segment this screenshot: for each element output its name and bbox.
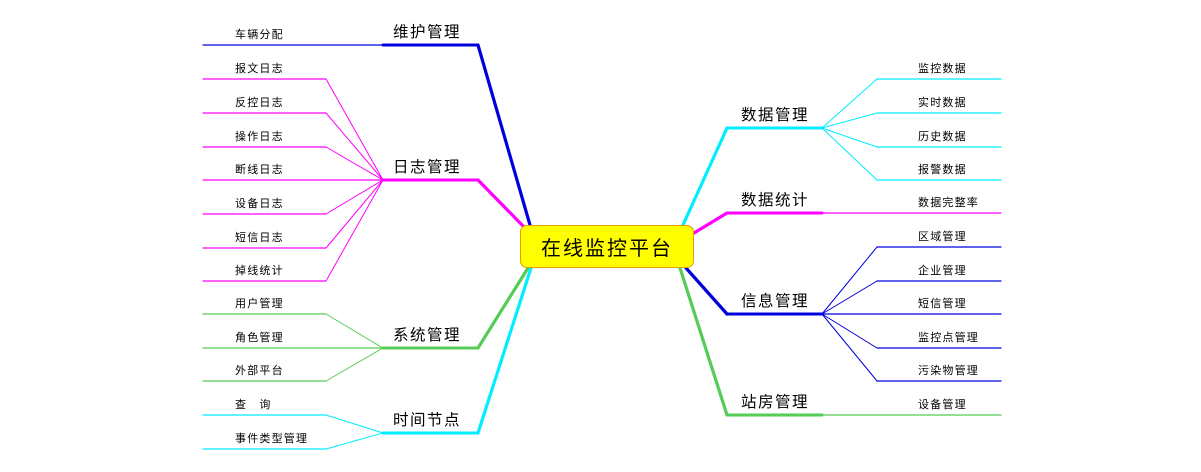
leaf-logs[interactable]: 反控日志	[235, 96, 284, 109]
branch-connector-info	[684, 266, 729, 316]
leaf-info[interactable]: 企业管理	[918, 264, 967, 277]
leaf-info[interactable]: 区域管理	[918, 230, 967, 243]
leaf-connector-info	[821, 313, 878, 349]
leaf-timenode[interactable]: 事件类型管理	[235, 432, 309, 445]
leaf-info[interactable]: 短信管理	[918, 297, 967, 310]
leaf-connector-logs	[325, 179, 384, 282]
leaf-connector-data	[821, 127, 878, 148]
leaf-data[interactable]: 历史数据	[918, 130, 967, 143]
leaf-station[interactable]: 设备管理	[918, 398, 967, 411]
branch-data[interactable]: 数据管理	[741, 106, 810, 124]
leaf-connector-logs	[325, 179, 384, 215]
branch-logs[interactable]: 日志管理	[393, 158, 462, 176]
branch-maintenance[interactable]: 维护管理	[393, 23, 462, 41]
branch-stats[interactable]: 数据统计	[741, 191, 810, 209]
leaf-connector-data	[821, 127, 878, 181]
leaf-connector-logs	[325, 78, 384, 181]
leaf-data[interactable]: 监控数据	[918, 62, 967, 75]
branch-connector-logs	[476, 178, 527, 230]
branch-connector-timenode	[476, 266, 533, 435]
leaf-system[interactable]: 外部平台	[235, 364, 284, 377]
leaf-logs[interactable]: 报文日志	[235, 62, 284, 75]
leaf-connector-info	[821, 280, 878, 315]
branch-station[interactable]: 站房管理	[741, 393, 810, 411]
leaf-connector-timenode	[325, 432, 384, 450]
leaf-stats[interactable]: 数据完整率	[918, 196, 979, 209]
branch-connector-data	[681, 126, 729, 227]
branch-connector-system	[476, 266, 530, 350]
branch-timenode[interactable]: 时间节点	[393, 411, 462, 429]
branch-connector-stats	[692, 211, 729, 235]
leaf-system[interactable]: 用户管理	[235, 297, 284, 310]
leaf-connector-system	[325, 313, 384, 349]
leaf-data[interactable]: 实时数据	[918, 96, 967, 109]
leaf-logs[interactable]: 设备日志	[235, 197, 284, 210]
leaf-maintenance[interactable]: 车辆分配	[235, 28, 284, 41]
leaf-info[interactable]: 监控点管理	[918, 331, 979, 344]
leaf-connector-system	[325, 347, 384, 382]
branch-connector-maintenance	[476, 43, 532, 227]
branch-connector-station	[678, 266, 729, 417]
leaf-logs[interactable]: 掉线统计	[235, 264, 284, 277]
leaf-data[interactable]: 报警数据	[918, 163, 967, 176]
leaf-info[interactable]: 污染物管理	[918, 364, 979, 377]
leaf-connector-data	[821, 112, 878, 129]
leaf-timenode[interactable]: 查 询	[235, 398, 272, 411]
leaf-connector-logs	[325, 146, 384, 181]
branch-system[interactable]: 系统管理	[393, 326, 462, 344]
leaf-logs[interactable]: 断线日志	[235, 163, 284, 176]
branch-info[interactable]: 信息管理	[741, 292, 810, 310]
leaf-connector-timenode	[325, 414, 384, 434]
leaf-connector-info	[821, 313, 878, 382]
leaf-connector-logs	[325, 112, 384, 181]
leaf-logs[interactable]: 操作日志	[235, 130, 284, 143]
leaf-connector-info	[821, 246, 878, 315]
central-topic[interactable]: 在线监控平台	[520, 225, 694, 268]
leaf-connector-logs	[325, 179, 384, 249]
leaf-connector-data	[821, 78, 878, 129]
leaf-system[interactable]: 角色管理	[235, 331, 284, 344]
leaf-logs[interactable]: 短信日志	[235, 231, 284, 244]
